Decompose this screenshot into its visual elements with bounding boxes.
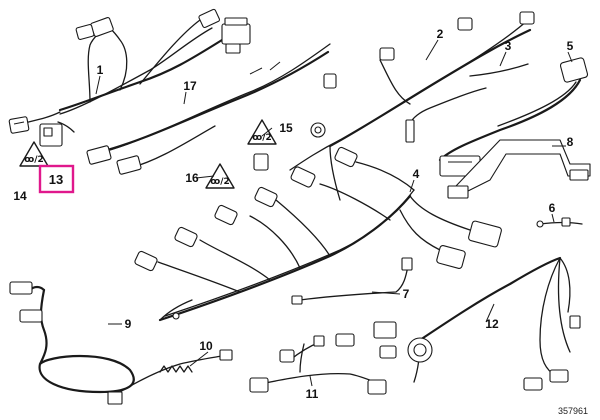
part-1-harness[interactable]	[8, 8, 251, 134]
callout-13[interactable]: 13	[49, 172, 63, 187]
part-11-assembly[interactable]	[249, 333, 387, 395]
part-6-jumper[interactable]	[536, 217, 583, 228]
part-2-harness[interactable]	[289, 11, 535, 201]
callout-17[interactable]: 17	[183, 79, 197, 93]
callout-3[interactable]: 3	[505, 39, 512, 53]
callout-6[interactable]: 6	[549, 201, 556, 215]
callout-14[interactable]: 14	[13, 189, 27, 203]
callout-12[interactable]: 12	[485, 317, 499, 331]
warning-triangle-icon: ꝏ/2	[24, 155, 44, 165]
callout-4[interactable]: 4	[413, 167, 420, 181]
callout-10[interactable]: 10	[199, 339, 213, 353]
part-12-harness[interactable]	[373, 256, 581, 391]
part-17-harness[interactable]	[86, 43, 331, 175]
callout-5[interactable]: 5	[567, 39, 574, 53]
callout-16[interactable]: 16	[185, 171, 199, 185]
callout-2[interactable]: 2	[437, 27, 444, 41]
part-3-lead[interactable]	[405, 63, 529, 143]
callout-9[interactable]: 9	[125, 317, 132, 331]
warning-triangle-icon: ꝏ/2	[210, 177, 230, 187]
svg-text:ꝏ/2: ꝏ/2	[252, 133, 272, 143]
part-4-harness[interactable]	[134, 146, 502, 322]
callout-7[interactable]: 7	[403, 287, 410, 301]
callout-8[interactable]: 8	[567, 135, 574, 149]
part-14-warning-label[interactable]: ꝏ/2	[19, 141, 49, 167]
part-10-coiled-lead[interactable]	[107, 349, 233, 405]
highlight-box-13	[38, 164, 75, 194]
part-9-cable[interactable]	[9, 281, 135, 394]
part-5-harness[interactable]	[438, 57, 589, 177]
callout-1[interactable]: 1	[97, 63, 104, 77]
diagram-id: 357961	[558, 406, 588, 416]
part-13-relay[interactable]	[39, 121, 75, 147]
part-8-ribbon[interactable]	[447, 139, 591, 199]
part-15-grommet[interactable]: ꝏ/2	[247, 119, 277, 171]
part-7-lead[interactable]	[291, 257, 413, 305]
callout-15[interactable]: 15	[279, 121, 293, 135]
callout-11[interactable]: 11	[306, 387, 319, 401]
